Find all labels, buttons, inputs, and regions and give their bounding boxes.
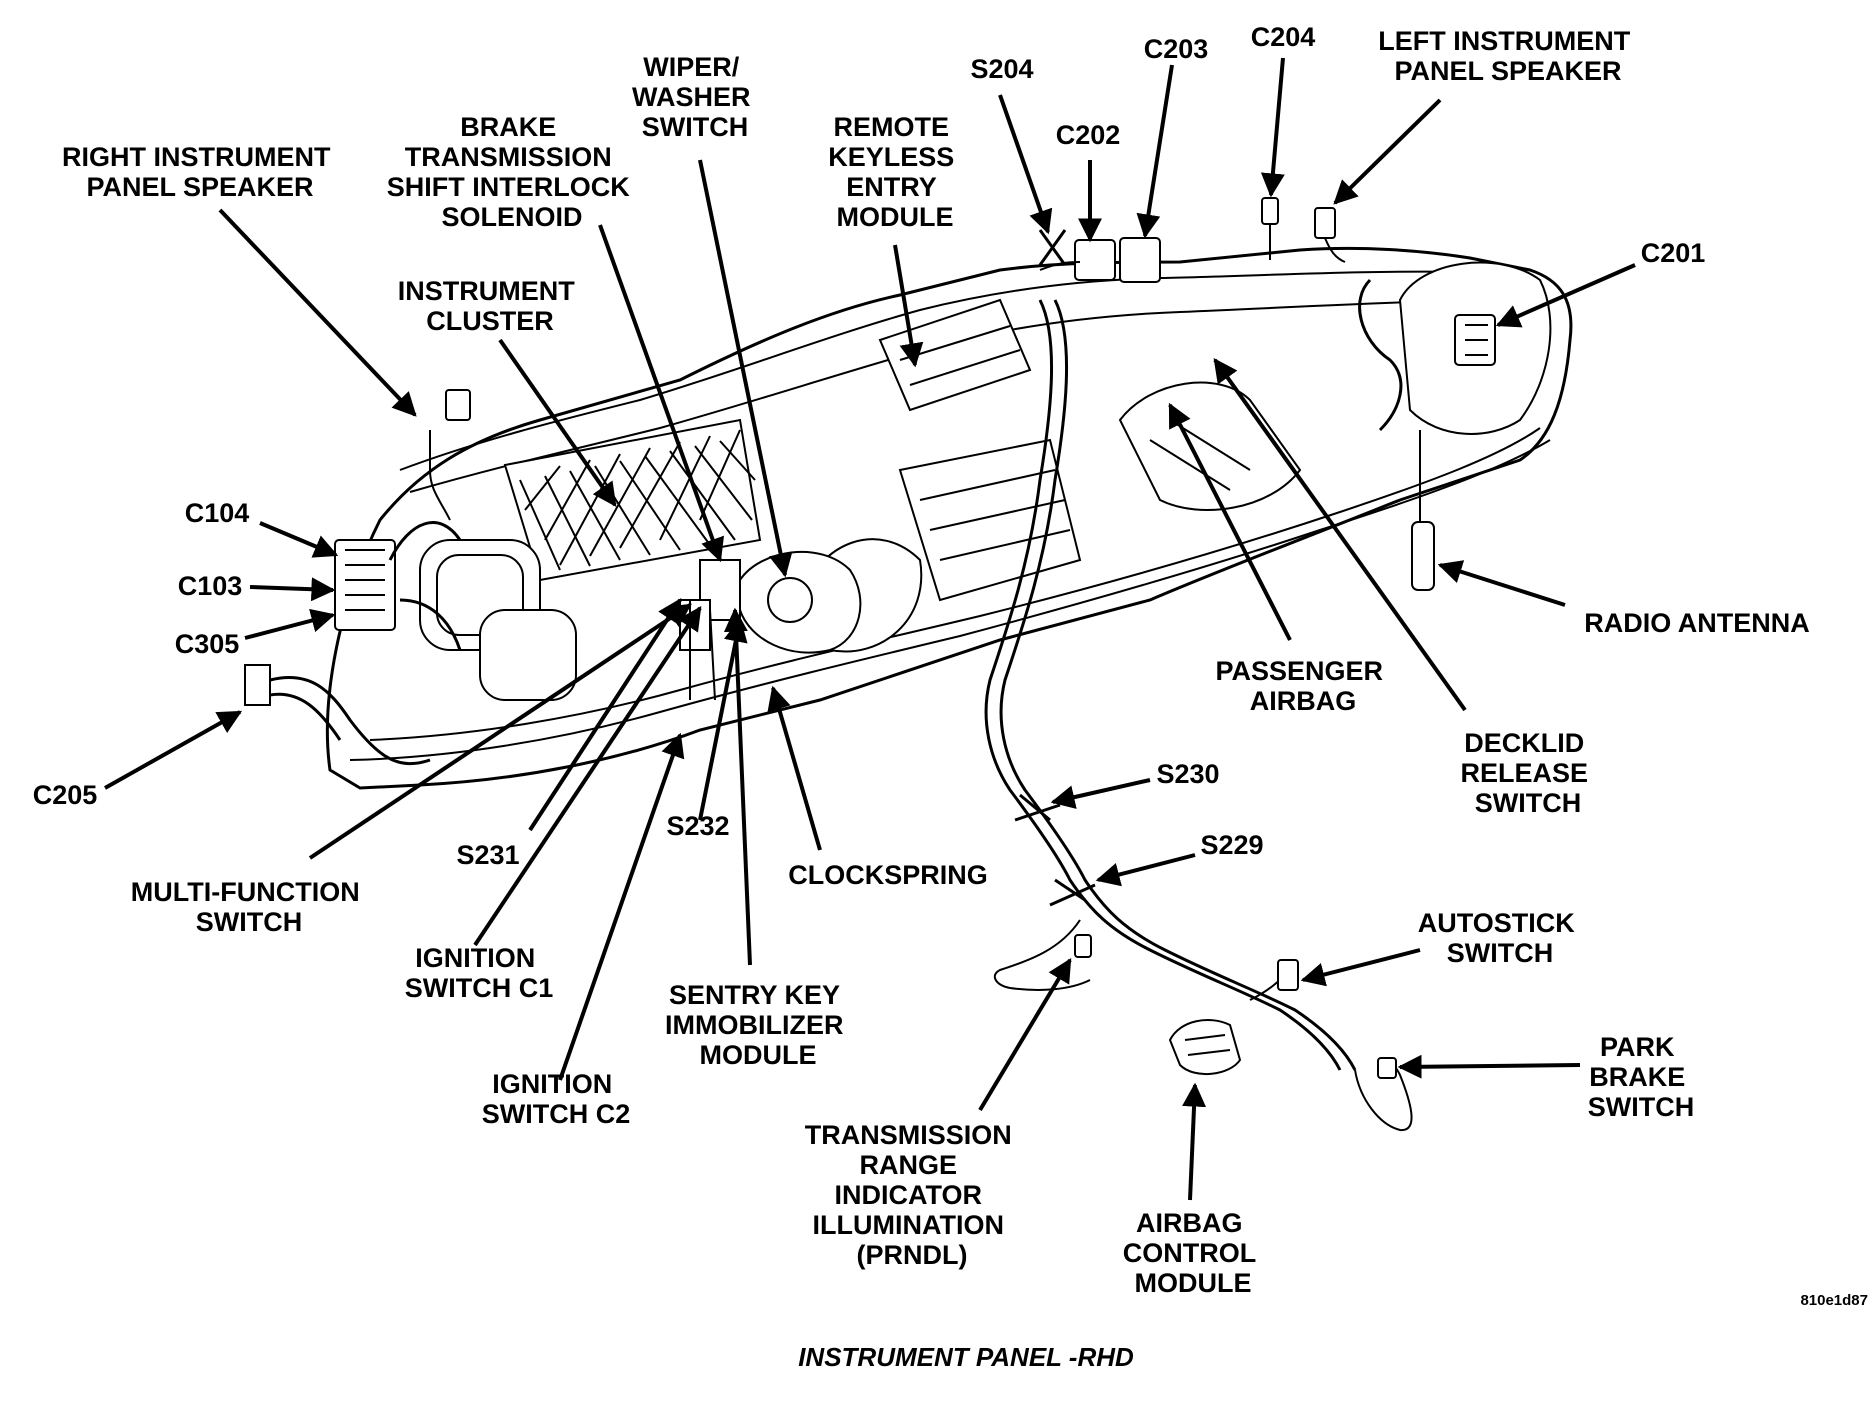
label-s229: S229: [1200, 830, 1263, 860]
label-left-instrument-panel-speaker: LEFT INSTRUMENT PANEL SPEAKER: [1378, 26, 1638, 86]
label-c103: C103: [178, 571, 243, 601]
cluster-grille: [503, 418, 762, 582]
label-autostick-switch: AUTOSTICK SWITCH: [1418, 908, 1583, 968]
figure-code: 810e1d87: [1800, 1292, 1868, 1309]
label-radio-antenna: RADIO ANTENNA: [1584, 608, 1810, 638]
label-ignition-switch-c1: IGNITION SWITCH C1: [405, 943, 554, 1003]
label-airbag-control-module: AIRBAG CONTROL MODULE: [1123, 1208, 1264, 1298]
right-end: [1358, 261, 1552, 591]
center-stack: [878, 298, 1082, 602]
label-ignition-switch-c2: IGNITION SWITCH C2: [482, 1069, 631, 1129]
label-c203: C203: [1144, 34, 1209, 64]
label-clockspring: CLOCKSPRING: [788, 860, 988, 890]
label-s230: S230: [1156, 759, 1219, 789]
top-connectors: [1039, 197, 1346, 283]
label-right-instrument-panel-speaker: RIGHT INSTRUMENT PANEL SPEAKER: [62, 142, 338, 202]
label-c205: C205: [33, 780, 98, 810]
label-c305: C305: [175, 629, 240, 659]
left-end-connectors: [244, 389, 471, 766]
label-s204: S204: [970, 54, 1033, 84]
label-transmission-range-indicator-illumination: TRANSMISSION RANGE INDICATOR ILLUMINATIO…: [805, 1120, 1020, 1270]
label-decklid-release-switch: DECKLID RELEASE SWITCH: [1460, 728, 1595, 818]
label-passenger-airbag: PASSENGER AIRBAG: [1215, 656, 1390, 716]
label-s232: S232: [666, 811, 729, 841]
label-c204: C204: [1251, 22, 1316, 52]
label-wiper-washer-switch: WIPER/ WASHER SWITCH: [632, 52, 758, 142]
labels: RIGHT INSTRUMENT PANEL SPEAKER BRAKE TRA…: [33, 22, 1868, 1372]
center-vent: [479, 609, 577, 701]
label-instrument-cluster: INSTRUMENT CLUSTER: [398, 276, 583, 336]
leader-lines: [104, 57, 1636, 1201]
label-brake-transmission-shift-interlock-solenoid: BRAKE TRANSMISSION SHIFT INTERLOCK SOLEN…: [387, 112, 638, 232]
floor-harness: [984, 229, 1413, 1132]
label-remote-keyless-entry-module: REMOTE KEYLESS ENTRY MODULE: [828, 112, 962, 232]
label-c201: C201: [1641, 238, 1706, 268]
label-c202: C202: [1056, 120, 1121, 150]
label-sentry-key-immobilizer-module: SENTRY KEY IMMOBILIZER MODULE: [665, 980, 851, 1070]
label-park-brake-switch: PARK BRAKE SWITCH: [1588, 1032, 1694, 1122]
diagram-caption: INSTRUMENT PANEL -RHD: [798, 1342, 1134, 1372]
label-multi-function-switch: MULTI-FUNCTION SWITCH: [131, 877, 367, 937]
label-s231: S231: [456, 840, 519, 870]
label-c104: C104: [185, 498, 250, 528]
steering-column-area: [679, 550, 862, 701]
